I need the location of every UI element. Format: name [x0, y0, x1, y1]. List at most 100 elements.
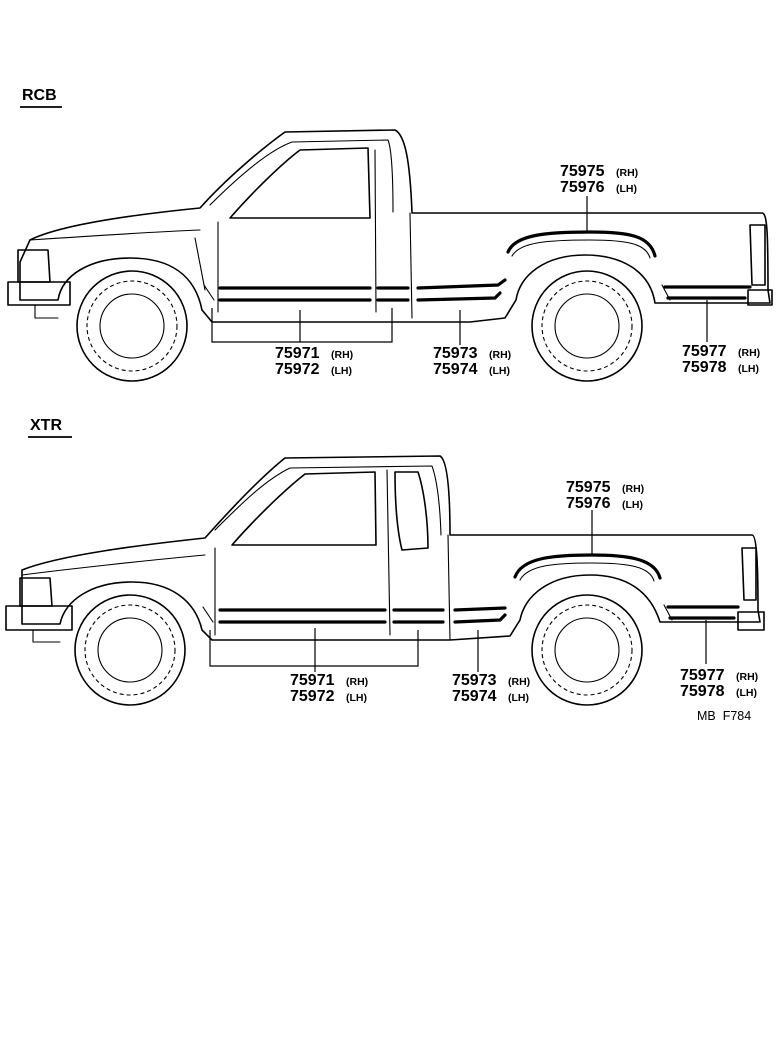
xtr-valance — [32, 629, 61, 643]
side-indicator: (RH) — [738, 347, 760, 359]
side-indicator: (LH) — [331, 365, 352, 377]
side-indicator: (LH) — [616, 183, 637, 195]
part-number: 75975 — [560, 163, 605, 180]
xtr-wheel-arch-inner — [519, 562, 655, 582]
rcb-callout-bed-rear: 75977 (RH) 75978 (LH) — [682, 343, 760, 376]
xtr-cab-inner-line — [214, 465, 442, 536]
part-number: 75978 — [680, 683, 725, 700]
xtr-bed-front-molding — [453, 606, 507, 624]
xtr-bed-rear-molding-tip — [663, 604, 673, 621]
xtr-rear-bumper — [737, 611, 765, 631]
rcb-wheel-arch-molding — [506, 230, 657, 258]
xtr-bed-rear-molding — [666, 605, 740, 620]
xtr-headlight — [19, 577, 53, 607]
side-indicator: (RH) — [346, 676, 368, 688]
rcb-bed-rear-molding — [663, 285, 752, 300]
rcb-leaders — [211, 196, 708, 345]
xtr-front-bumper — [5, 605, 73, 631]
part-number: 75973 — [433, 345, 478, 362]
xtr-leaders — [209, 510, 707, 672]
part-number: 75972 — [275, 361, 320, 378]
rcb-truck-drawing — [7, 129, 773, 382]
side-indicator: (RH) — [622, 483, 644, 495]
xtr-front-tire-tread — [84, 604, 176, 696]
part-number: 75977 — [680, 667, 725, 684]
xtr-hood-line — [21, 554, 206, 576]
rcb-cab-inner-line — [209, 139, 394, 213]
xtr-rear-rim — [554, 617, 620, 683]
xtr-rear-quarter-window — [394, 471, 429, 551]
xtr-callout-bed-rear: 75977 (RH) 75978 (LH) — [680, 667, 758, 700]
xtr-callout-rocker-front: 75971 (RH) 75972 (LH) — [290, 672, 368, 705]
side-indicator: (LH) — [736, 687, 757, 699]
xtr-callout-wheel-arch: 75975 (RH) 75976 (LH) — [566, 479, 644, 512]
side-indicator: (RH) — [489, 349, 511, 361]
rcb-cab-rear-edge — [409, 212, 413, 319]
part-number: 75976 — [560, 179, 605, 196]
part-number: 75974 — [433, 361, 478, 378]
rcb-moldings — [203, 230, 752, 302]
rcb-section: RCB — [7, 87, 773, 382]
rcb-side-window — [229, 147, 371, 219]
side-indicator: (RH) — [508, 676, 530, 688]
xtr-section: XTR — [5, 417, 765, 706]
side-indicator: (RH) — [616, 167, 638, 179]
rcb-label: RCB — [22, 87, 57, 104]
rcb-rear-bumper — [747, 289, 773, 306]
rcb-callout-rocker-front: 75971 (RH) 75972 (LH) — [275, 345, 353, 378]
part-number: 75972 — [290, 688, 335, 705]
side-indicator: (RH) — [331, 349, 353, 361]
rcb-rear-tire — [531, 270, 643, 382]
rcb-rear-tire-tread — [541, 280, 633, 372]
xtr-front-rim — [97, 617, 163, 683]
xtr-moldings — [202, 553, 740, 624]
rcb-wheel-arch-inner — [511, 239, 651, 259]
xtr-door-rear-edge — [386, 469, 391, 636]
part-number: 75973 — [452, 672, 497, 689]
rcb-taillight — [749, 224, 766, 286]
xtr-fender-molding-tip — [202, 606, 214, 623]
rcb-valance — [34, 304, 59, 319]
side-indicator: (RH) — [736, 671, 758, 683]
rcb-front-bumper — [7, 281, 71, 306]
side-indicator: (LH) — [508, 692, 529, 704]
xtr-rear-tire — [531, 594, 643, 706]
xtr-side-window — [231, 471, 377, 546]
rcb-front-rim — [99, 293, 165, 359]
figure-reference: MB F784 — [697, 709, 751, 723]
xtr-cab-rear-edge — [447, 534, 451, 641]
part-number: 75975 — [566, 479, 611, 496]
side-indicator: (LH) — [489, 365, 510, 377]
rcb-fender-molding-tip — [203, 284, 215, 301]
side-indicator: (LH) — [622, 499, 643, 511]
rcb-body-outline — [19, 129, 771, 323]
xtr-front-tire — [74, 594, 186, 706]
part-number: 75976 — [566, 495, 611, 512]
xtr-cab-rear-molding — [392, 608, 445, 624]
part-number: 75971 — [275, 345, 320, 362]
part-number: 75978 — [682, 359, 727, 376]
rcb-callout-wheel-arch: 75975 (RH) 75976 (LH) — [560, 163, 638, 196]
xtr-truck-drawing — [5, 455, 765, 706]
rcb-bed-rear-molding-tip — [661, 284, 671, 301]
part-number: 75977 — [682, 343, 727, 360]
rcb-bed-front-molding — [416, 278, 507, 302]
xtr-taillight — [741, 547, 757, 601]
side-indicator: (LH) — [346, 692, 367, 704]
rcb-rear-rim — [554, 293, 620, 359]
rcb-front-tire-tread — [86, 280, 178, 372]
rcb-front-door-molding — [218, 286, 372, 302]
rcb-front-tire — [76, 270, 188, 382]
xtr-front-molding-bracket — [209, 630, 419, 667]
rcb-fender-line — [194, 237, 206, 291]
rcb-front-molding-bracket — [211, 308, 393, 343]
rcb-callout-rocker-rear: 75973 (RH) 75974 (LH) — [433, 345, 511, 378]
xtr-body-outline — [21, 455, 761, 641]
rcb-door-rear-edge — [374, 149, 377, 313]
xtr-rear-tire-tread — [541, 604, 633, 696]
part-number: 75971 — [290, 672, 335, 689]
side-indicator: (LH) — [738, 363, 759, 375]
rcb-hood-line — [29, 229, 201, 241]
rcb-door-rear-molding — [376, 286, 410, 302]
